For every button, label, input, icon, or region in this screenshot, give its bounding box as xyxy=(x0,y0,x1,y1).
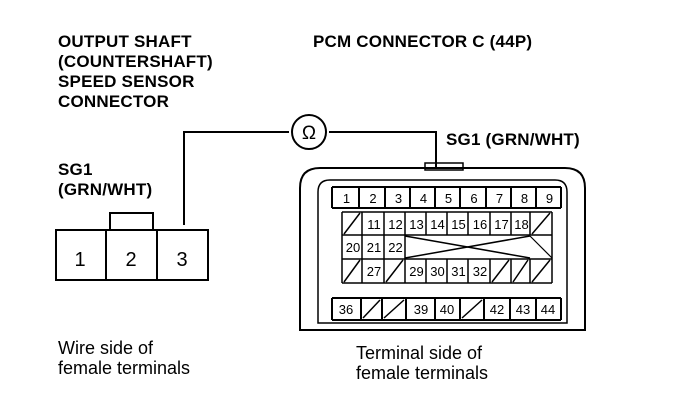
pcm-terminal-27: 27 xyxy=(367,264,381,279)
pcm-terminal-18: 18 xyxy=(514,217,528,232)
pcm-terminal-4: 4 xyxy=(420,191,427,206)
pcm-terminal-30: 30 xyxy=(430,264,444,279)
pcm-connector-inner-wall xyxy=(317,179,568,324)
sensor-connector-housing xyxy=(55,229,209,281)
pcm-terminal-8: 8 xyxy=(521,191,528,206)
pcm-terminal-21: 21 xyxy=(367,240,381,255)
pcm-terminal-6: 6 xyxy=(470,191,477,206)
pcm-terminal-12: 12 xyxy=(388,217,402,232)
pcm-terminal-40: 40 xyxy=(440,302,454,317)
pcm-terminal-17: 17 xyxy=(494,217,508,232)
pcm-terminal-22: 22 xyxy=(388,240,402,255)
sensor-wire-label: SG1 (GRN/WHT) xyxy=(58,160,153,199)
pcm-terminal-3: 3 xyxy=(395,191,402,206)
pcm-terminal-32: 32 xyxy=(473,264,487,279)
pcm-terminal-13: 13 xyxy=(409,217,423,232)
sensor-terminal-2: 2 xyxy=(125,249,136,271)
pcm-terminal-7: 7 xyxy=(496,191,503,206)
pcm-terminal-29: 29 xyxy=(409,264,423,279)
test-lead-sensor xyxy=(183,131,289,225)
pcm-caption: Terminal side of female terminals xyxy=(356,343,489,383)
pcm-terminal-42: 42 xyxy=(490,302,504,317)
pcm-terminal-9: 9 xyxy=(546,191,553,206)
pcm-terminal-20: 20 xyxy=(346,240,360,255)
pcm-wire-label: SG1 (GRN/WHT) xyxy=(446,130,580,149)
pcm-terminal-36: 36 xyxy=(339,302,353,317)
pcm-terminal-16: 16 xyxy=(473,217,487,232)
pcm-terminal-2: 2 xyxy=(369,191,376,206)
pcm-connector-housing xyxy=(299,167,586,331)
sensor-caption: Wire side of female terminals xyxy=(58,338,191,378)
sensor-terminal-1: 1 xyxy=(74,249,85,271)
pcm-terminal-1: 1 xyxy=(343,191,350,206)
ohm-label: Ω xyxy=(302,123,316,144)
pcm-terminal-15: 15 xyxy=(451,217,465,232)
pcm-terminal-14: 14 xyxy=(430,217,444,232)
pcm-terminal-11: 11 xyxy=(367,217,381,232)
pcm-terminal-43: 43 xyxy=(516,302,530,317)
sensor-terminal-3: 3 xyxy=(176,249,187,271)
pcm-connector-title: PCM CONNECTOR C (44P) xyxy=(313,32,533,51)
sensor-connector-title: OUTPUT SHAFT (COUNTERSHAFT) SPEED SENSOR… xyxy=(58,32,213,111)
pcm-terminal-5: 5 xyxy=(445,191,452,206)
sensor-connector-lock-tab xyxy=(109,212,154,230)
test-lead-pcm xyxy=(329,131,437,168)
ohmmeter-symbol xyxy=(291,114,327,150)
pcm-terminal-31: 31 xyxy=(451,264,465,279)
pcm-connector-lock-tab xyxy=(424,162,464,171)
pcm-terminal-44: 44 xyxy=(541,302,555,317)
pcm-terminal-39: 39 xyxy=(414,302,428,317)
